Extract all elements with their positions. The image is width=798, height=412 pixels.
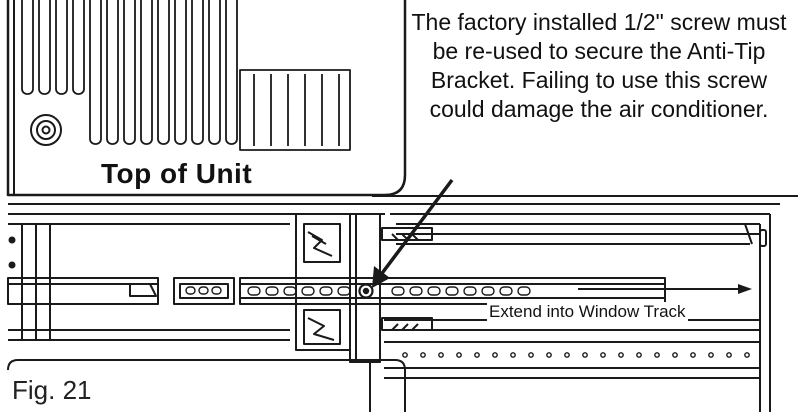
mounting-clip [295, 213, 433, 363]
vent-slat [140, 0, 153, 145]
rail-slot [247, 286, 261, 296]
vent-slat [89, 0, 102, 145]
screw-icon [358, 283, 374, 299]
track-hole [672, 352, 678, 358]
track-hole [510, 352, 516, 358]
rail-slot [283, 286, 297, 296]
anti-tip-bracket [7, 277, 666, 305]
rail-slot [337, 286, 351, 296]
rail-slot [499, 286, 513, 296]
track-hole [690, 352, 696, 358]
vent-slat [208, 0, 221, 145]
rail-slot [301, 286, 315, 296]
rail-slot [481, 286, 495, 296]
bracket-slot [185, 286, 196, 295]
track-hole [546, 352, 552, 358]
vent-panel [239, 69, 351, 151]
rail-slot [445, 286, 459, 296]
rail-slot [265, 286, 279, 296]
vent-slat [157, 0, 170, 145]
track-hole [402, 352, 408, 358]
track-hole-row [402, 352, 750, 358]
track-hole [600, 352, 606, 358]
control-knob-icon [30, 114, 62, 146]
bracket-slot [211, 286, 222, 295]
figure-label: Fig. 21 [12, 375, 92, 405]
track-label: Extend into Window Track [487, 302, 688, 322]
track-hole [726, 352, 732, 358]
track-hole [744, 352, 750, 358]
callout-arrow [372, 178, 454, 288]
rail-slot [463, 286, 477, 296]
rail-slot [391, 286, 405, 296]
extend-arrow [578, 284, 752, 294]
vent-slat [38, 0, 51, 95]
rail-slot [427, 286, 441, 296]
callout-note: The factory installed 1/2" screw must be… [411, 9, 787, 122]
vent-slat [123, 0, 136, 145]
rail-slot [517, 286, 531, 296]
vent-slat [106, 0, 119, 145]
vent-slat [72, 0, 85, 95]
vent-slat [55, 0, 68, 95]
track-hole [528, 352, 534, 358]
rail-slot [319, 286, 333, 296]
unit-label: Top of Unit [97, 158, 257, 190]
track-hole [636, 352, 642, 358]
lower-frame [7, 223, 406, 412]
vent-slat [225, 0, 238, 145]
track-hole [438, 352, 444, 358]
track-hole [474, 352, 480, 358]
track-hole [618, 352, 624, 358]
track-hole [564, 352, 570, 358]
track-hole [492, 352, 498, 358]
vent-slat [191, 0, 204, 145]
bracket-slot-row [185, 286, 222, 295]
vent-slat [21, 0, 34, 95]
bracket-slot [198, 286, 209, 295]
track-hole [456, 352, 462, 358]
track-hole [582, 352, 588, 358]
rail-slot [409, 286, 423, 296]
track-hole [654, 352, 660, 358]
window-track [372, 195, 798, 412]
vent-grille [21, 0, 351, 151]
vent-slat [174, 0, 187, 145]
track-hole [708, 352, 714, 358]
rail-slot-row [247, 286, 531, 296]
track-hole [420, 352, 426, 358]
